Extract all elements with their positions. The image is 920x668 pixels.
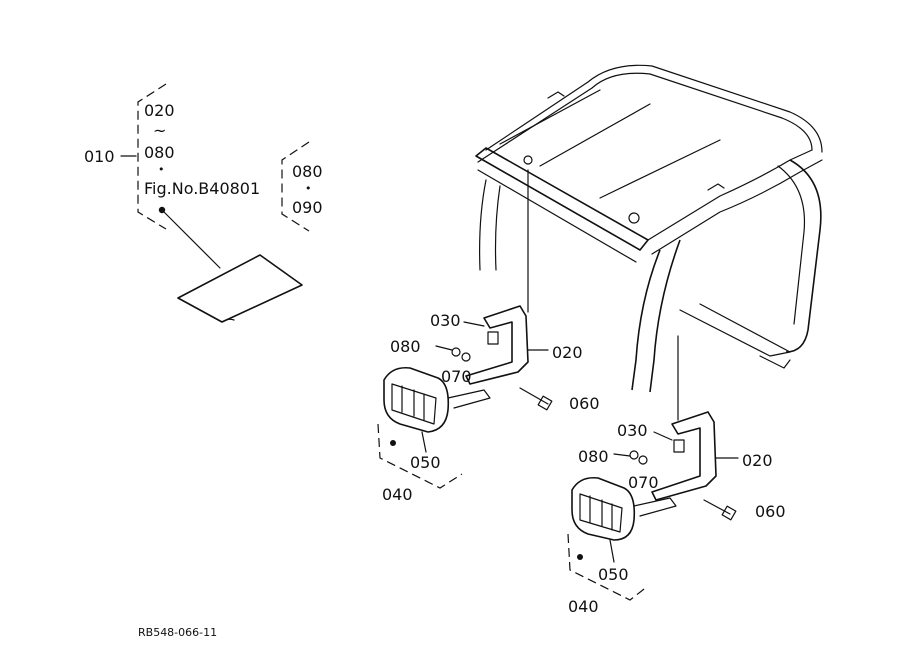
side-rail-lower	[651, 159, 823, 255]
roof-fitting-1	[628, 212, 640, 224]
right-label-040: 040	[568, 597, 599, 616]
rops-frame	[475, 64, 823, 393]
right-leader-030	[653, 431, 673, 441]
ref-090: 090	[292, 198, 323, 217]
left-light-arm	[447, 389, 491, 409]
sheet-curl	[221, 318, 235, 323]
left-pillar-inner	[494, 185, 501, 271]
hardware-reference-group: 080 • 090	[281, 141, 323, 232]
left-nut-080	[451, 347, 461, 357]
kit-bracket	[137, 83, 167, 230]
front-roof-beam	[475, 147, 649, 251]
ref-080-top: 080	[144, 143, 175, 162]
left-bolt-060	[519, 387, 549, 405]
left-label-070: 070	[441, 367, 472, 386]
left-work-light	[383, 366, 450, 433]
roof-line-2	[539, 103, 651, 167]
right-light-arm	[633, 497, 677, 517]
left-bracket	[465, 305, 529, 385]
roof-line-1	[499, 89, 601, 145]
left-leader-080	[435, 345, 453, 351]
left-label-040: 040	[382, 485, 413, 504]
right-bolt-030	[673, 439, 685, 453]
right-nut-080	[629, 450, 639, 460]
centre-pillar-inner	[649, 239, 681, 393]
range-separator: ~	[153, 121, 166, 140]
side-rail	[647, 149, 813, 241]
right-light-assembly	[567, 411, 739, 601]
right-label-030: 030	[617, 421, 648, 440]
right-washer-070	[638, 455, 648, 465]
left-set-dot	[390, 440, 396, 446]
roof-fitting-2	[523, 155, 533, 165]
left-label-080: 080	[390, 337, 421, 356]
ref-080-mid: 080	[292, 162, 323, 181]
figure-reference: Fig.No.B40801	[144, 179, 260, 198]
right-label-070: 070	[628, 473, 659, 492]
right-label-080: 080	[578, 447, 609, 466]
right-leader-050	[609, 539, 615, 563]
drawing-code: RB548-066-11	[138, 626, 217, 639]
right-work-light	[571, 476, 636, 541]
latch-2	[707, 183, 725, 191]
left-lens-grid	[401, 385, 425, 421]
left-leader-050	[421, 431, 427, 453]
left-washer-070	[461, 352, 471, 362]
left-label-030: 030	[430, 311, 461, 330]
ref-020-top: 020	[144, 101, 175, 120]
roof-back-edge	[477, 72, 813, 163]
rear-hoop-inner	[777, 165, 806, 325]
left-label-060: 060	[569, 394, 600, 413]
dot-mid: •	[305, 182, 312, 195]
front-beam-lower	[477, 169, 637, 263]
latch-1	[547, 91, 565, 99]
right-set-dot	[577, 554, 583, 560]
left-pillar-outer	[479, 179, 487, 271]
left-light-assembly	[377, 305, 553, 489]
rear-hoop	[785, 159, 822, 353]
hardware-bracket	[281, 141, 310, 232]
right-light-lens	[579, 493, 623, 533]
left-leader-030	[463, 321, 485, 327]
right-label-020: 020	[742, 451, 773, 470]
left-label-020: 020	[552, 343, 583, 362]
right-label-060: 060	[755, 502, 786, 521]
right-bolt-head	[721, 505, 737, 521]
dot-top: •	[158, 163, 165, 176]
right-leader-080	[613, 453, 631, 457]
left-bolt-030	[487, 331, 499, 345]
instruction-sheet	[177, 254, 303, 323]
left-label-050: 050	[410, 453, 441, 472]
left-light-lens	[391, 383, 437, 425]
lower-cross-member	[679, 303, 791, 357]
right-bracket	[651, 411, 717, 501]
ref-010: 010	[84, 147, 115, 166]
left-set-bracket	[377, 423, 463, 489]
kit-reference-group: 010 020 ~ 080 • Fig.No.B40801	[84, 83, 303, 323]
right-label-050: 050	[598, 565, 629, 584]
mount-foot	[759, 355, 791, 369]
left-bolt-head	[537, 395, 553, 411]
roof-line-3	[599, 139, 721, 199]
right-lens-grid	[589, 495, 613, 531]
roof-back-edge-outer	[485, 64, 823, 153]
centre-pillar-outer	[631, 249, 661, 391]
right-set-bracket	[567, 533, 649, 601]
right-bolt-060	[703, 499, 731, 515]
fig-leader-line	[161, 209, 221, 269]
